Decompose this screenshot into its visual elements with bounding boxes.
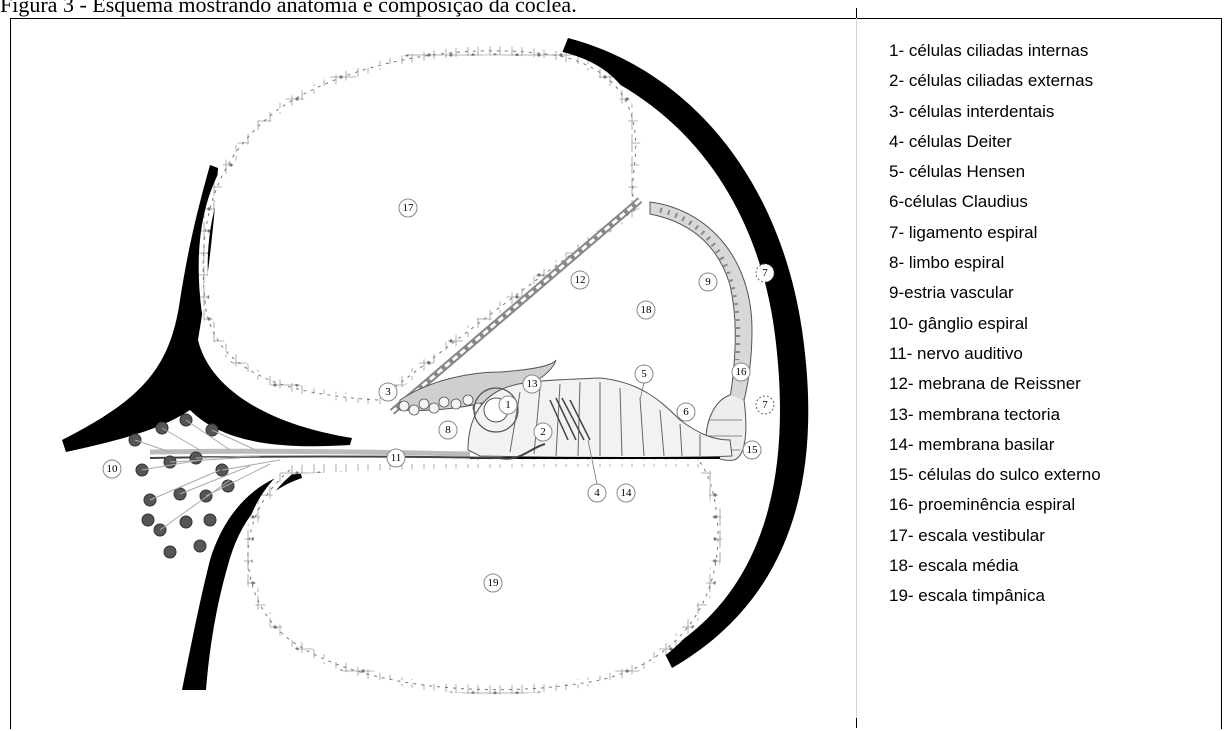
number-label-7b: 7	[762, 399, 768, 411]
label-6: 6	[677, 403, 695, 421]
label-9: 9	[699, 273, 717, 291]
label-7a: 7	[756, 264, 774, 282]
number-label-9: 9	[705, 276, 711, 288]
number-label-8: 8	[445, 424, 451, 436]
legend-item: 10- gânglio espiral	[889, 309, 1101, 339]
legend-item: 4- células Deiter	[889, 127, 1101, 157]
label-13: 13	[523, 375, 541, 393]
legend-item: 16- proeminência espiral	[889, 490, 1101, 520]
label-15: 15	[743, 441, 761, 459]
number-label-14: 14	[621, 487, 633, 499]
number-label-6: 6	[683, 406, 689, 418]
legend-item: 12- mebrana de Reissner	[889, 369, 1101, 399]
number-label-7a: 7	[762, 267, 768, 279]
number-label-16: 16	[736, 366, 748, 378]
legend-item: 14- membrana basilar	[889, 430, 1101, 460]
legend-item: 18- escala média	[889, 551, 1101, 581]
number-label-19: 19	[488, 577, 500, 589]
label-11: 11	[387, 449, 405, 467]
number-label-13: 13	[527, 378, 539, 390]
label-5: 5	[635, 365, 653, 383]
scala-tympani-wall	[248, 462, 718, 690]
label-2: 2	[534, 423, 552, 441]
legend-item: 17- escala vestibular	[889, 521, 1101, 551]
number-label-11: 11	[391, 452, 402, 464]
outer-bone-wall	[560, 38, 808, 668]
number-label-12: 12	[575, 274, 586, 286]
legend-item: 11- nervo auditivo	[889, 339, 1101, 369]
label-16: 16	[732, 363, 750, 381]
cochlea-diagram: 17 12 18 9 7 16 7 15 5 6 13 1 2 3 8 11 4…	[0, 0, 860, 731]
legend-item: 7- ligamento espiral	[889, 218, 1101, 248]
legend-item: 5- células Hensen	[889, 157, 1101, 187]
number-label-17: 17	[403, 202, 415, 214]
number-label-18: 18	[641, 304, 653, 316]
modiolus-bone-lower	[182, 470, 302, 690]
label-8: 8	[439, 421, 457, 439]
scala-vestibuli-wall	[203, 51, 636, 400]
legend-item: 2- células ciliadas externas	[889, 66, 1101, 96]
number-label-1: 1	[505, 399, 511, 411]
number-label-15: 15	[747, 444, 759, 456]
legend-item: 8- limbo espiral	[889, 248, 1101, 278]
number-label-2: 2	[540, 426, 546, 438]
legend-item: 3- células interdentais	[889, 97, 1101, 127]
number-label-4: 4	[594, 487, 600, 499]
label-1: 1	[499, 396, 517, 414]
label-14: 14	[617, 484, 635, 502]
label-18: 18	[637, 301, 655, 319]
label-4: 4	[588, 484, 606, 502]
legend-item: 1- células ciliadas internas	[889, 36, 1101, 66]
label-19: 19	[484, 574, 502, 592]
number-label-10: 10	[107, 463, 119, 475]
label-12: 12	[571, 271, 589, 289]
legend-item: 19- escala timpânica	[889, 581, 1101, 611]
label-7b: 7	[756, 396, 774, 414]
number-label-3: 3	[385, 386, 391, 398]
legend-item: 9-estria vascular	[889, 278, 1101, 308]
label-10: 10	[103, 460, 121, 478]
label-17: 17	[399, 199, 417, 217]
legend-item: 6-células Claudius	[889, 187, 1101, 217]
label-3: 3	[379, 383, 397, 401]
number-label-5: 5	[641, 368, 647, 380]
legend-list: 1- células ciliadas internas 2- células …	[889, 36, 1101, 612]
legend-item: 15- células do sulco externo	[889, 460, 1101, 490]
legend-item: 13- membrana tectoria	[889, 400, 1101, 430]
